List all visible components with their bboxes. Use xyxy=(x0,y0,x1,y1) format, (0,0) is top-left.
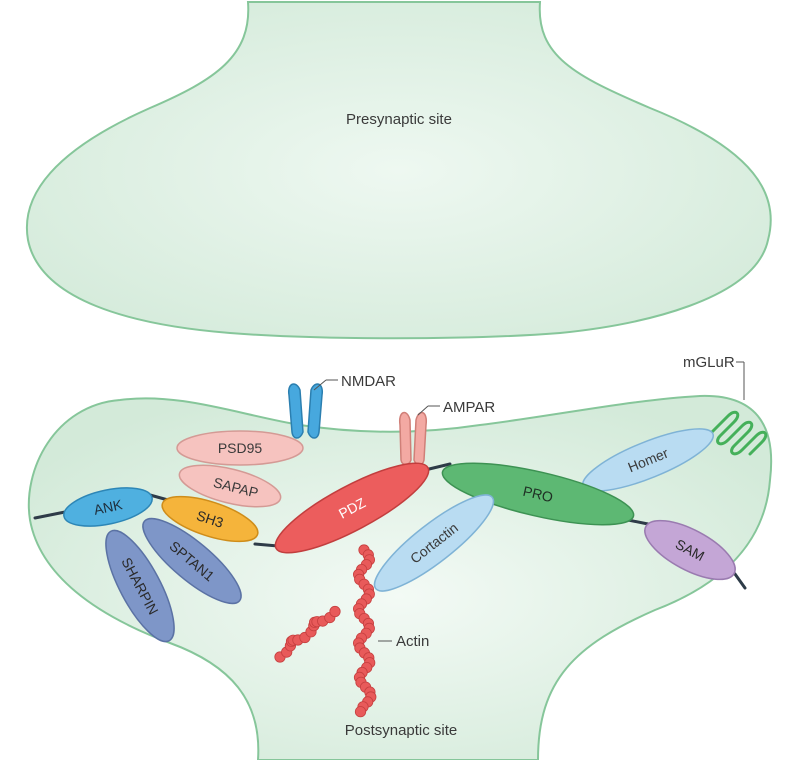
domain-sh3: SH3 xyxy=(161,495,259,543)
postsynaptic-label: Postsynaptic site xyxy=(345,722,458,739)
domain-sam: SAM xyxy=(644,519,736,581)
nmdar-receptor xyxy=(287,383,324,439)
nmdar-leader xyxy=(313,379,327,391)
actin-label: Actin xyxy=(396,633,429,650)
domain-pro: PRO xyxy=(441,462,635,526)
actin-filament-diagonal xyxy=(274,605,341,663)
pro-label: PRO xyxy=(521,483,554,505)
domain-sapap: SAPAP xyxy=(178,464,282,508)
actin-bead xyxy=(354,706,367,718)
actin-filament-vertical xyxy=(352,544,377,718)
mglur-label: mGLuR xyxy=(683,354,735,371)
domain-psd95: PSD95 xyxy=(176,430,304,466)
psd95-label: PSD95 xyxy=(218,440,263,456)
mglur-receptor xyxy=(710,410,768,456)
actin-bead xyxy=(329,605,341,618)
domain-pdz: PDZ xyxy=(274,462,430,554)
domain-ank: ANK xyxy=(63,487,153,527)
presynaptic-terminal xyxy=(25,0,772,340)
presynaptic-label: Presynaptic site xyxy=(346,111,452,128)
ank-label: ANK xyxy=(92,496,124,518)
ampar-receptor xyxy=(398,411,428,466)
ampar-label: AMPAR xyxy=(443,399,495,416)
nmdar-label: NMDAR xyxy=(341,373,396,390)
ampar-leader xyxy=(417,405,429,416)
